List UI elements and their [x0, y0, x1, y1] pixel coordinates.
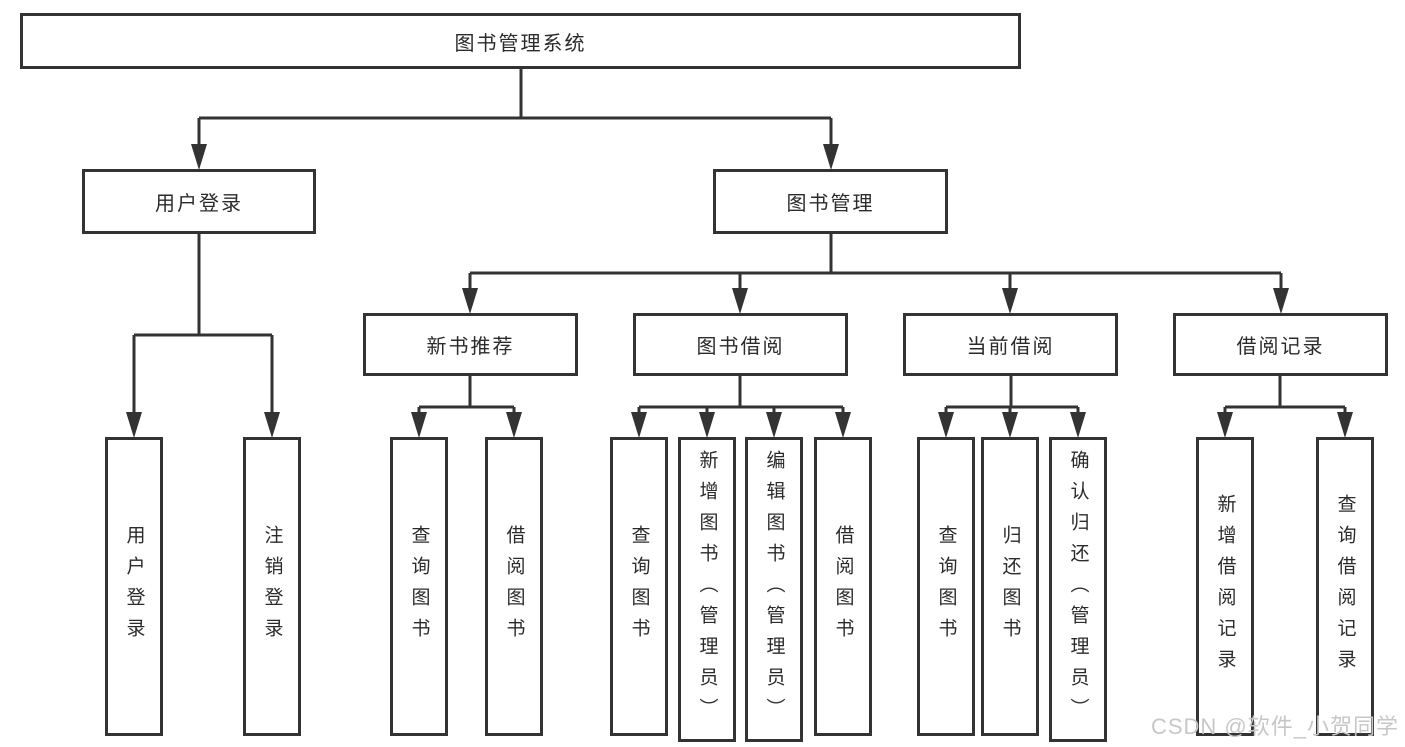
leaf-label: 用户登录	[123, 524, 145, 649]
leaf-logout: 注销登录	[243, 437, 301, 736]
node-book-borrow: 图书借阅	[633, 313, 848, 376]
leaf-query-books-recommend: 查询图书	[390, 437, 448, 736]
node-book-management: 图书管理	[713, 169, 948, 234]
leaf-label: 确认归还（管理员）	[1067, 450, 1089, 729]
leaf-label: 注销登录	[261, 524, 283, 649]
leaf-return-book: 归还图书	[981, 437, 1039, 736]
leaf-label: 归还图书	[999, 524, 1021, 649]
node-label: 图书借阅	[696, 336, 785, 358]
leaf-label: 新增图书（管理员）	[696, 450, 718, 729]
leaf-query-books-borrow: 查询图书	[610, 437, 668, 736]
leaf-borrow-books: 借阅图书	[814, 437, 872, 736]
node-label: 借阅记录	[1236, 336, 1325, 358]
node-book-management-system: 图书管理系统	[20, 13, 1021, 69]
leaf-label: 查询图书	[628, 524, 650, 649]
leaf-borrow-books-recommend: 借阅图书	[485, 437, 543, 736]
leaf-user-login: 用户登录	[105, 437, 163, 736]
leaf-label: 新增借阅记录	[1214, 493, 1236, 680]
leaf-label: 查询图书	[408, 524, 430, 649]
arrowheads	[126, 144, 1353, 438]
node-label: 当前借阅	[966, 336, 1055, 358]
leaf-add-borrow-record: 新增借阅记录	[1196, 437, 1254, 736]
leaf-label: 编辑图书（管理员）	[763, 450, 785, 729]
node-borrow-records: 借阅记录	[1173, 313, 1388, 376]
node-user-login: 用户登录	[82, 169, 316, 234]
leaf-query-books-current: 查询图书	[917, 437, 975, 736]
node-label: 新书推荐	[426, 336, 515, 358]
leaf-label: 查询借阅记录	[1334, 493, 1356, 680]
node-label: 图书管理	[786, 193, 875, 215]
node-new-book-recommend: 新书推荐	[363, 313, 578, 376]
leaf-confirm-return-admin: 确认归还（管理员）	[1049, 437, 1107, 742]
node-label: 用户登录	[155, 193, 243, 215]
leaf-label: 查询图书	[935, 524, 957, 649]
leaf-label: 借阅图书	[503, 524, 525, 649]
node-current-borrow: 当前借阅	[903, 313, 1118, 376]
leaf-query-borrow-record: 查询借阅记录	[1316, 437, 1374, 736]
leaf-label: 借阅图书	[832, 524, 854, 649]
leaf-edit-book-admin: 编辑图书（管理员）	[745, 437, 803, 742]
watermark-text: CSDN @软件_小贺同学	[1150, 714, 1399, 739]
leaf-add-book-admin: 新增图书（管理员）	[678, 437, 736, 742]
node-label: 图书管理系统	[454, 32, 587, 55]
